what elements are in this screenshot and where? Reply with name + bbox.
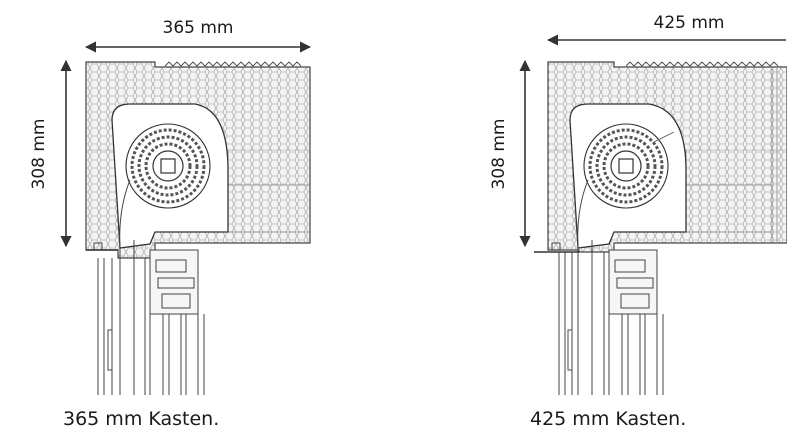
width-label: 425 mm — [654, 13, 725, 33]
height-label: 308 mm — [29, 119, 49, 190]
axle — [618, 158, 634, 174]
axle — [160, 158, 176, 174]
width-label: 365 mm — [163, 18, 234, 38]
roller-shutter-box-drawing: 425 mm 308 mm — [489, 13, 787, 395]
caption: 365 mm Kasten. — [63, 408, 220, 430]
top-serration — [625, 61, 779, 67]
caption: 425 mm Kasten. — [530, 408, 687, 430]
window-frame — [97, 249, 205, 395]
roller-shutter-box-drawing: 365 mm 308 mm — [29, 18, 312, 395]
top-serration — [164, 61, 302, 67]
diagram-425: 425 mm 308 mm — [394, 0, 787, 436]
window-frame — [558, 249, 664, 395]
height-label: 308 mm — [489, 119, 509, 190]
diagram-365: 365 mm 308 mm — [0, 0, 394, 436]
